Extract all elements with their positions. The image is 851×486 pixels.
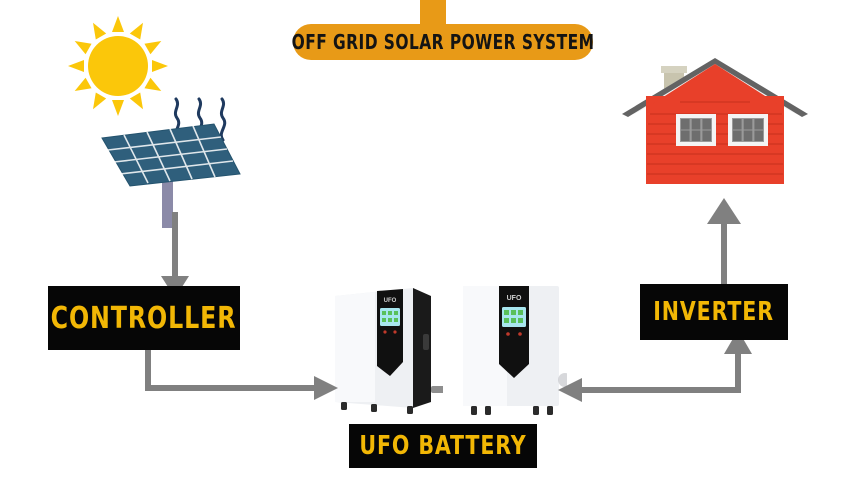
arrow-inverter-to-house xyxy=(707,198,741,292)
house-window-right xyxy=(728,114,768,146)
svg-text:UFO: UFO xyxy=(507,295,522,302)
house-window-left xyxy=(676,114,716,146)
arrow-controller-to-battery xyxy=(145,338,338,400)
controller-label: CONTROLLER xyxy=(51,300,237,336)
sun-icon xyxy=(68,16,168,116)
svg-text:UFO: UFO xyxy=(384,298,397,304)
inverter-label: INVERTER xyxy=(653,297,775,327)
house-icon xyxy=(622,58,808,184)
battery-label: UFO BATTERY xyxy=(359,431,527,461)
page-title: OFF GRID SOLAR POWER SYSTEM xyxy=(291,30,595,54)
node-label-battery: UFO BATTERY xyxy=(349,424,537,468)
battery-cabinet-icon: UFO xyxy=(463,286,567,415)
node-label-inverter: INVERTER xyxy=(640,284,788,340)
sun-disc xyxy=(88,36,148,96)
node-label-controller: CONTROLLER xyxy=(48,286,240,350)
battery-cabinet-icon: UFO xyxy=(335,288,443,414)
title-banner: OFF GRID SOLAR POWER SYSTEM xyxy=(291,24,595,60)
solar-panel-icon xyxy=(101,123,241,228)
arrow-battery-to-inverter xyxy=(558,330,752,402)
